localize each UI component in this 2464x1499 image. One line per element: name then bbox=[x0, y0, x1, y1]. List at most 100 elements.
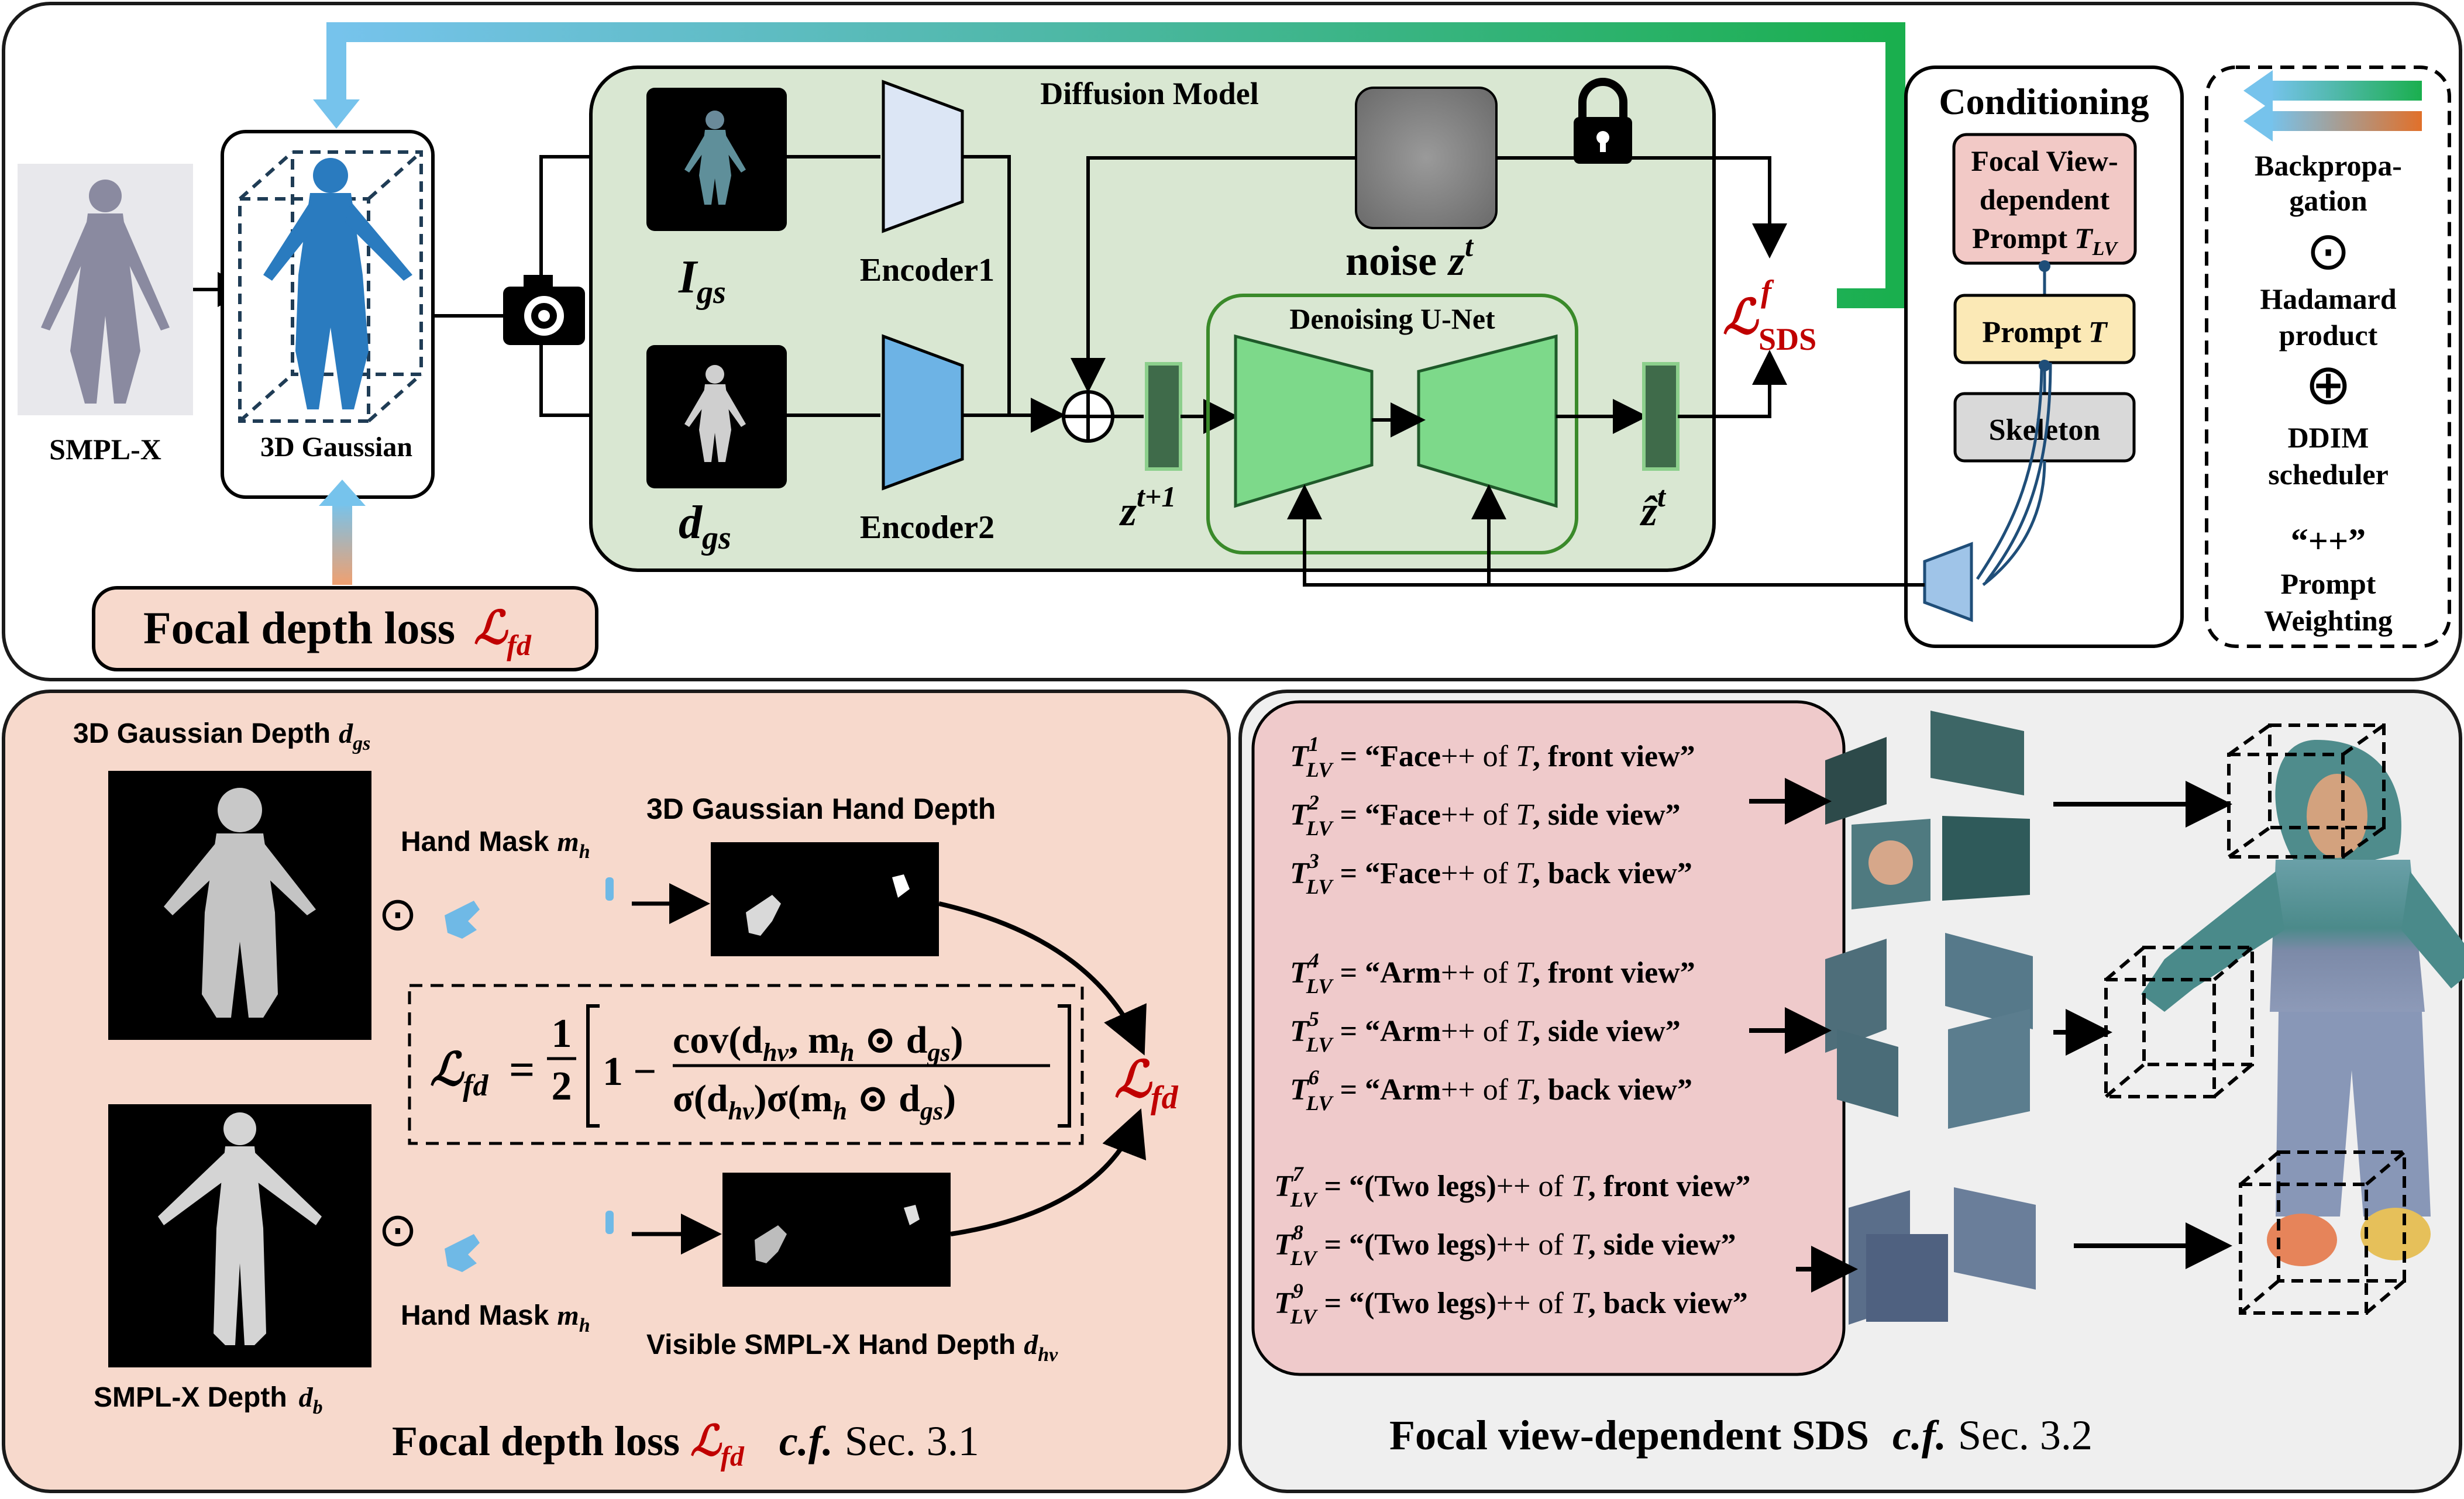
prompt-pp: ++ bbox=[1441, 740, 1475, 773]
formula-den-c: ⊙ d bbox=[847, 1077, 920, 1120]
formula-half-den: 2 bbox=[552, 1064, 572, 1109]
formula-num-c: ⊙ d bbox=[854, 1019, 927, 1062]
prompt-part: = “Face bbox=[1332, 740, 1441, 773]
formula-num-sub-c: gs bbox=[927, 1038, 950, 1067]
prompt-view: , side view” bbox=[1588, 1228, 1736, 1262]
prompt-T: T bbox=[1274, 1228, 1294, 1262]
prompt-sup: 4 bbox=[1308, 949, 1319, 972]
visible-hand-depth-image bbox=[722, 1173, 951, 1287]
svg-text:ℒfd: ℒfd bbox=[474, 602, 532, 661]
formula-den-sub-a: hv bbox=[728, 1097, 754, 1125]
focal-loss-sub: fd bbox=[507, 629, 532, 661]
prompt-sub: LV bbox=[1306, 816, 1334, 840]
prompt-of: of bbox=[1475, 956, 1516, 990]
prompt-view: , back view” bbox=[1533, 1073, 1692, 1107]
ddim-label1: DDIM bbox=[2288, 421, 2369, 454]
prompt-sup: 3 bbox=[1308, 849, 1319, 873]
prompt-part: = “(Two legs) bbox=[1316, 1287, 1496, 1320]
prompt-T: T bbox=[1290, 857, 1310, 890]
zt1-latent bbox=[1145, 362, 1182, 471]
zhat-main: ẑ bbox=[1639, 488, 1658, 535]
noise-z: z bbox=[1447, 237, 1465, 284]
gaussian-avatar bbox=[263, 158, 412, 409]
conditioning-title: Conditioning bbox=[1939, 81, 2149, 122]
prompt-T-inner: T bbox=[1516, 1073, 1534, 1107]
hadamard-symbol-top: ⊙ bbox=[378, 888, 417, 940]
right-caption-cf: c.f. bbox=[1892, 1412, 1946, 1459]
prompt-of: of bbox=[1475, 857, 1516, 890]
unet-box bbox=[1206, 294, 1578, 554]
prompt-sup: 1 bbox=[1309, 732, 1319, 756]
prompt-of: of bbox=[1531, 1228, 1571, 1262]
hadamard-label1: Hadamard bbox=[2260, 282, 2397, 315]
backprop-label2: gation bbox=[2289, 184, 2367, 217]
prompt-sup: 6 bbox=[1309, 1066, 1319, 1089]
prompt-of: of bbox=[1531, 1170, 1571, 1203]
smplx-depth-sub: b bbox=[313, 1397, 323, 1418]
encoder2-shape bbox=[882, 334, 964, 491]
ddim-legend-symbol: ⊕ bbox=[2305, 353, 2352, 416]
condition-encoder-shape bbox=[1923, 542, 1973, 622]
prompt-T-inner: T bbox=[1571, 1287, 1590, 1320]
sds-sub: SDS bbox=[1758, 322, 1816, 357]
prompt-T-var: T bbox=[2088, 316, 2108, 349]
arrow-noise-oplus bbox=[1071, 156, 1356, 393]
smplx-label: SMPL-X bbox=[49, 433, 161, 466]
hand-mask-label-bottom: Hand Mask bbox=[401, 1300, 549, 1331]
prompt-sub: LV bbox=[1290, 1246, 1319, 1270]
prompt-part: = “Arm bbox=[1332, 1015, 1441, 1048]
lock-icon bbox=[1574, 78, 1632, 164]
prompt-T: T bbox=[1290, 1073, 1310, 1107]
right-caption-main: Focal view-dependent SDS bbox=[1389, 1412, 1869, 1459]
focal-prompt-line3: Prompt bbox=[1972, 222, 2067, 254]
prompt-sup: 7 bbox=[1293, 1162, 1305, 1186]
prompt-part: = “(Two legs) bbox=[1316, 1228, 1496, 1262]
backprop-label1: Backpropa- bbox=[2255, 149, 2402, 182]
leg-views bbox=[1849, 1187, 2036, 1325]
prompt-T-inner: T bbox=[1516, 956, 1534, 990]
encoder2-label: Encoder2 bbox=[860, 509, 994, 546]
formula-den-a: σ(d bbox=[673, 1077, 728, 1120]
backprop-arrow bbox=[326, 22, 1905, 308]
loss-symbol: ℒ bbox=[1114, 1052, 1152, 1108]
prompt-T: T bbox=[1290, 956, 1310, 990]
pp-label2: Weighting bbox=[2264, 604, 2392, 637]
focal-loss-label: Focal depth loss bbox=[143, 602, 455, 653]
dgs-sub: gs bbox=[701, 520, 731, 556]
left-caption-sub: fd bbox=[721, 1441, 745, 1472]
hand-mask-icon-top bbox=[445, 877, 614, 939]
prompt-pp: ++ bbox=[1496, 1287, 1531, 1320]
zhat-latent bbox=[1642, 362, 1680, 471]
prompt-sup: 2 bbox=[1308, 791, 1319, 814]
formula-num-sub-b: h bbox=[840, 1038, 854, 1067]
noise-image bbox=[1355, 87, 1498, 229]
prompt-T: T bbox=[1274, 1287, 1294, 1320]
hand-mask-sub-top: h bbox=[579, 841, 590, 863]
hand-mask-sub-bottom: h bbox=[579, 1315, 590, 1336]
smplx-image bbox=[18, 164, 193, 415]
svg-text:Igs: Igs bbox=[678, 251, 726, 311]
prompt-of: of bbox=[1531, 1287, 1571, 1320]
prompt-sub: LV bbox=[1306, 1033, 1334, 1056]
cond-line-1 bbox=[1976, 362, 2043, 580]
prompt-view: , front view” bbox=[1533, 740, 1695, 773]
formula-half-num: 1 bbox=[552, 1011, 572, 1056]
prompt-view: , front view” bbox=[1588, 1170, 1751, 1203]
prompt-view: , side view” bbox=[1533, 1015, 1681, 1048]
prompt-T: T bbox=[1290, 1015, 1310, 1048]
prompt-view: , front view” bbox=[1533, 956, 1695, 990]
formula-eq: = bbox=[509, 1044, 535, 1095]
svg-text:ℒfd: ℒfd bbox=[1114, 1052, 1179, 1116]
left-caption-main: Focal depth loss bbox=[392, 1418, 680, 1464]
